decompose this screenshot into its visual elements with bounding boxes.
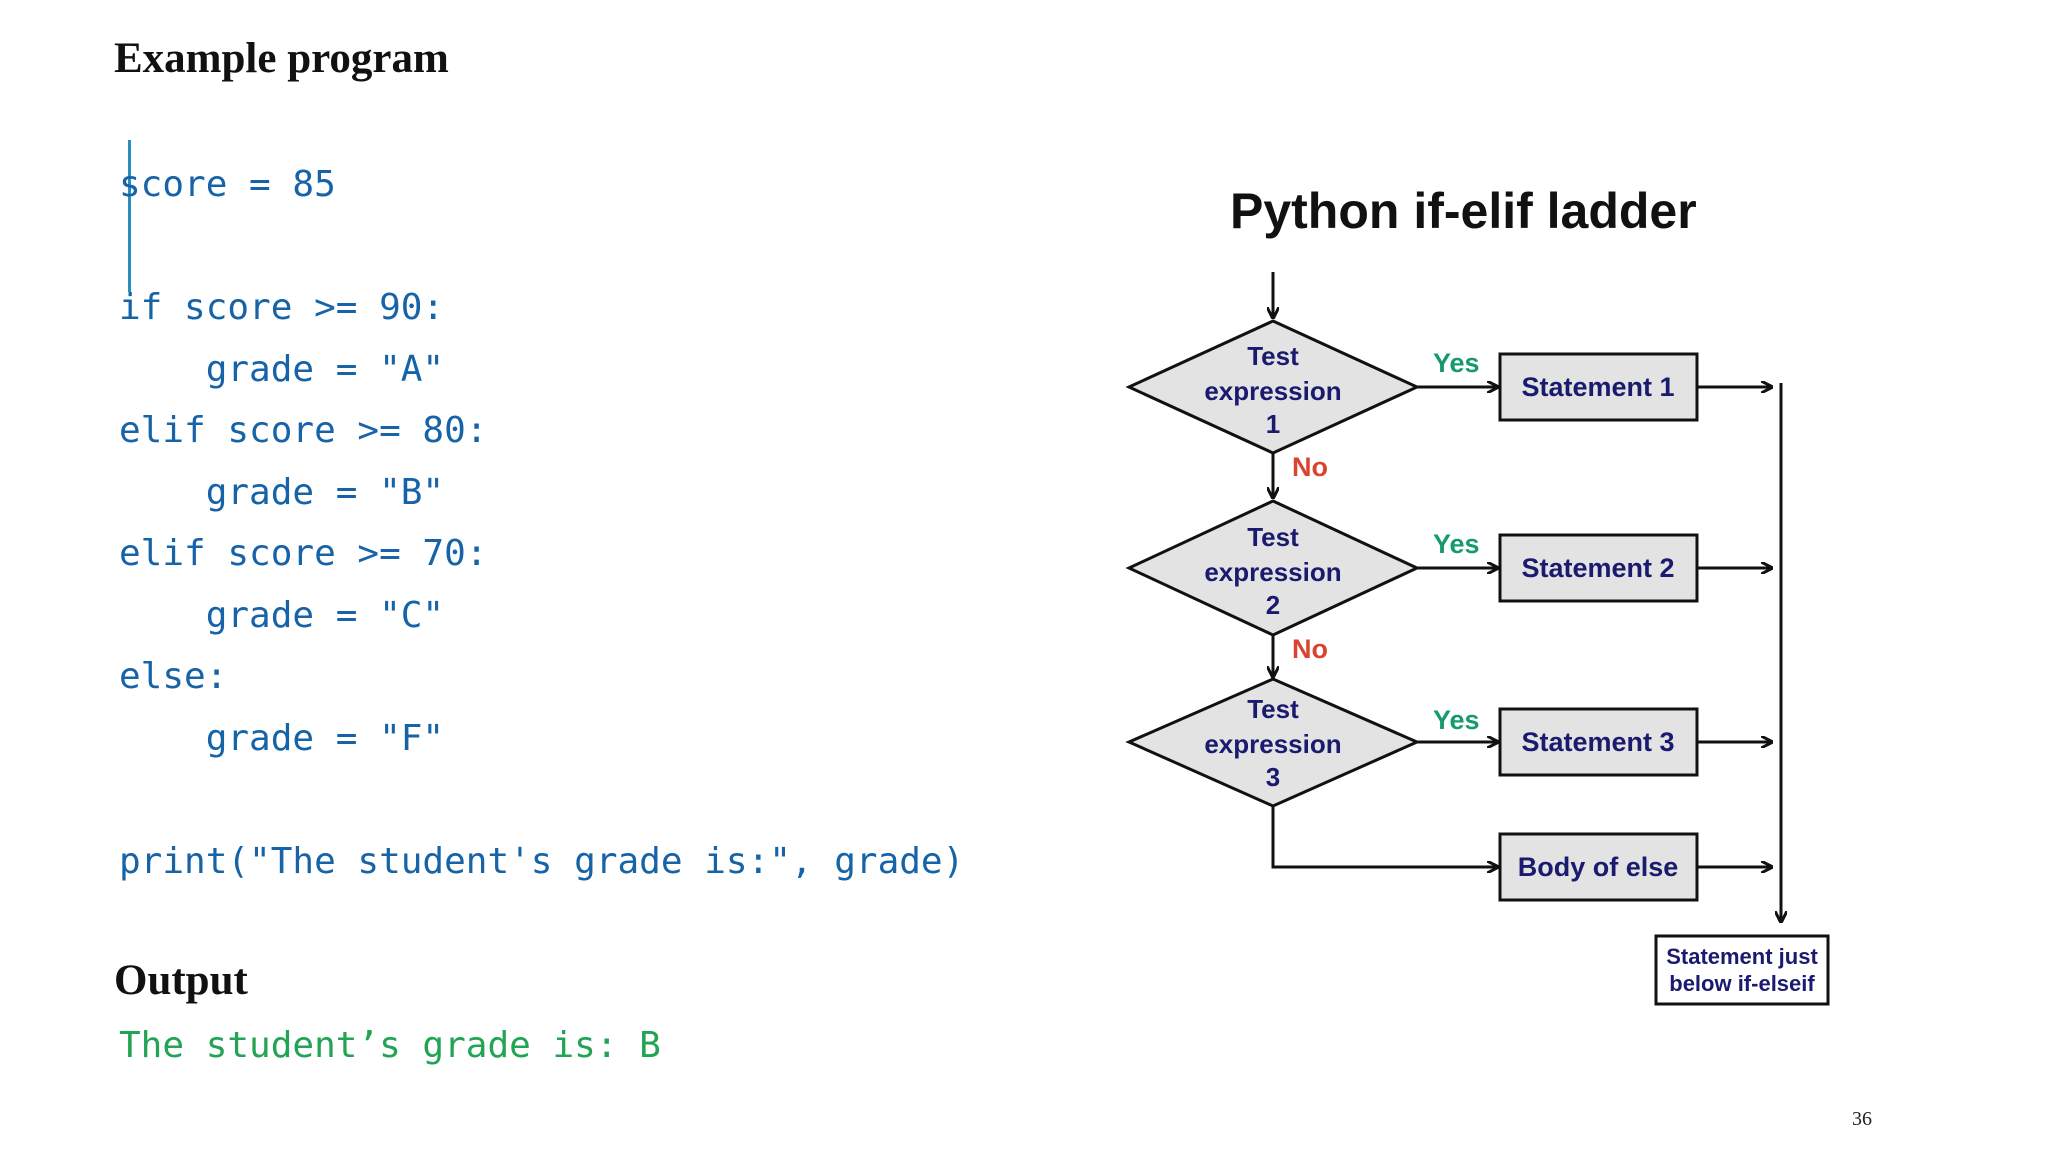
- diagram-title: Python if-elif ladder: [1230, 183, 1697, 239]
- yes-label: Yes: [1433, 348, 1480, 378]
- code-line: elif score >= 70:: [119, 533, 488, 574]
- no-label: No: [1292, 634, 1328, 664]
- no-label: No: [1292, 452, 1328, 482]
- code-line: if score >= 90:: [119, 287, 445, 328]
- page-number: 36: [1852, 1108, 1872, 1130]
- diamond-label: 3: [1266, 762, 1280, 792]
- statement-label: Statement 2: [1521, 553, 1674, 583]
- statement-label: Statement 3: [1521, 727, 1674, 757]
- statement-below-box: Statement just below if-elseif: [1654, 934, 1830, 1006]
- code-line: grade = "B": [119, 472, 445, 513]
- code-line: grade = "A": [119, 349, 445, 390]
- after-label: Statement just: [1666, 944, 1818, 969]
- else-label: Body of else: [1518, 852, 1679, 882]
- statement-1-box: Statement 1: [1498, 352, 1699, 422]
- diamond-label: expression: [1204, 557, 1341, 587]
- statement-2-box: Statement 2: [1498, 533, 1699, 603]
- diamond-label: 2: [1266, 590, 1280, 620]
- else-arrow: [1271, 806, 1498, 867]
- code-line: print("The student's grade is:", grade): [119, 841, 965, 882]
- diamond-label: 1: [1266, 409, 1280, 439]
- slide-title: Example program: [114, 35, 449, 82]
- output-heading: Output: [114, 957, 248, 1004]
- body-of-else-box: Body of else: [1498, 832, 1699, 902]
- yes-label: Yes: [1433, 705, 1480, 735]
- code-line: else:: [119, 656, 228, 697]
- diamond-label: Test: [1247, 522, 1299, 552]
- test-expression-1-diamond: Test expression 1: [1125, 319, 1421, 455]
- diamond-label: expression: [1204, 376, 1341, 406]
- diamond-label: expression: [1204, 729, 1341, 759]
- after-label: below if-elseif: [1669, 971, 1815, 996]
- code-line: grade = "F": [119, 718, 445, 759]
- diamond-label: Test: [1247, 694, 1299, 724]
- code-line: score = 85: [119, 164, 336, 205]
- output-text: The student’s grade is: B: [119, 1025, 661, 1066]
- if-elif-ladder-diagram: Python if-elif ladder Test expression 1 …: [1125, 183, 1830, 1006]
- text-cursor: [128, 140, 131, 292]
- code-line: grade = "C": [119, 595, 445, 636]
- test-expression-2-diamond: Test expression 2: [1125, 499, 1421, 637]
- statement-3-box: Statement 3: [1498, 707, 1699, 777]
- diamond-label: Test: [1247, 341, 1299, 371]
- test-expression-3-diamond: Test expression 3: [1125, 677, 1421, 808]
- yes-label: Yes: [1433, 529, 1480, 559]
- code-line: elif score >= 80:: [119, 410, 488, 451]
- statement-label: Statement 1: [1521, 372, 1674, 402]
